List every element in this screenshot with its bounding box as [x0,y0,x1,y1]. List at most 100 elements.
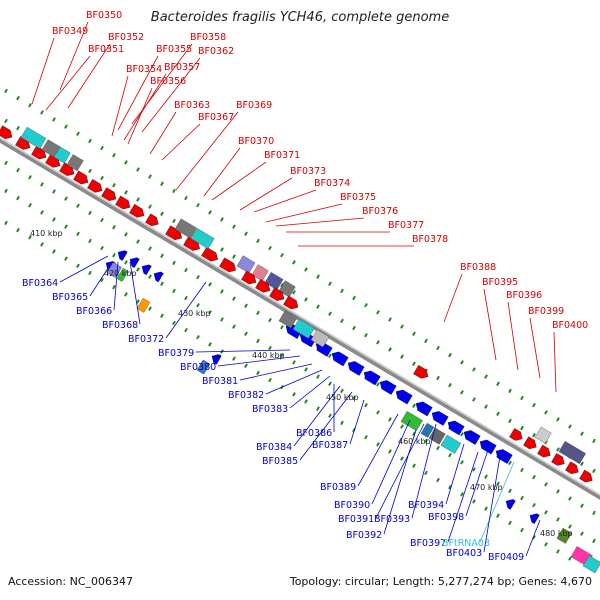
gene-arrow[interactable] [413,365,430,381]
reverse-gene-label[interactable]: BF0372 [128,334,164,345]
gene-arrow[interactable] [461,428,481,445]
forward-gene-label[interactable]: BF0357 [164,62,200,73]
gene-arrow[interactable] [219,257,238,275]
gene-arrow[interactable] [283,295,300,312]
gene-box[interactable] [136,297,151,313]
gene-box[interactable] [582,555,600,574]
gene-arrow[interactable] [537,444,552,460]
forward-gene-label[interactable]: BF0388 [460,262,496,273]
gene-arrow[interactable] [377,378,397,395]
gene-box[interactable] [534,426,552,444]
gene-box[interactable] [440,434,462,454]
gene-arrow[interactable] [413,399,433,417]
gene-arrow[interactable] [115,248,128,261]
reverse-gene-label[interactable]: BF0398 [428,512,464,523]
gene-box[interactable] [264,272,284,290]
gene-arrow[interactable] [503,497,516,510]
forward-gene-label[interactable]: BF0399 [528,306,564,317]
forward-gene-label[interactable]: BF0370 [238,136,274,147]
gene-arrow[interactable] [241,270,258,287]
forward-gene-label[interactable]: BF0395 [482,277,518,288]
forward-gene-label[interactable]: BF0375 [340,192,376,203]
gene-box[interactable] [251,264,269,282]
gene-arrow[interactable] [201,246,220,264]
forward-gene-label[interactable]: BF0376 [362,206,398,217]
gene-box[interactable] [196,359,211,375]
gene-arrow[interactable] [101,187,118,204]
gene-arrow[interactable] [429,409,449,426]
reverse-gene-label[interactable]: BF0366 [76,306,112,317]
forward-gene-label[interactable]: BF0400 [552,320,588,331]
gene-box[interactable] [428,427,446,445]
gene-box[interactable] [556,527,572,544]
reverse-gene-label[interactable]: BF0403 [446,548,482,559]
reverse-gene-label[interactable]: BF0389 [320,482,356,493]
gene-box[interactable] [53,146,71,164]
gene-arrow[interactable] [209,352,222,365]
reverse-gene-label[interactable]: BF0397 [410,538,446,549]
gene-arrow[interactable] [523,436,538,452]
gene-arrow[interactable] [129,204,146,220]
forward-gene-label[interactable]: BF0355 [156,44,192,55]
gene-arrow[interactable] [269,287,286,304]
forward-gene-label[interactable]: BF0358 [190,32,226,43]
gene-arrow[interactable] [151,269,164,283]
gene-box[interactable] [278,280,296,298]
reverse-gene-label[interactable]: BF0390 [334,500,370,511]
reverse-gene-label[interactable]: BF0387 [312,440,348,451]
gene-arrow[interactable] [509,428,524,443]
reverse-gene-label[interactable]: BF0383 [252,404,288,415]
reverse-gene-label[interactable]: BF0382 [228,390,264,401]
gene-arrow[interactable] [255,279,272,295]
reverse-gene-label[interactable]: BF0380 [180,362,216,373]
forward-gene-label[interactable]: BF0363 [174,100,210,111]
gene-arrow[interactable] [115,195,132,212]
reverse-gene-label[interactable]: BF0364 [22,278,58,289]
forward-gene-label[interactable]: BF0373 [290,166,326,177]
forward-gene-label[interactable]: BF0362 [198,46,234,57]
gene-arrow[interactable] [139,262,152,276]
gene-box[interactable] [66,154,84,172]
gene-box[interactable] [278,310,298,329]
forward-gene-label[interactable]: BF0371 [264,150,300,161]
gene-arrow[interactable] [0,125,15,142]
gene-arrow[interactable] [329,349,349,367]
forward-gene-label[interactable]: BF0374 [314,178,350,189]
gene-box[interactable] [558,441,586,465]
gene-arrow[interactable] [527,511,540,524]
gene-box[interactable] [292,318,315,339]
forward-gene-label[interactable]: BF0356 [150,76,186,87]
gene-arrow[interactable] [145,213,160,229]
reverse-gene-label[interactable]: BF0379 [158,348,194,359]
gene-arrow[interactable] [493,447,513,464]
reverse-gene-label[interactable]: BFtRNA03 [442,538,490,549]
reverse-gene-label[interactable]: BF0368 [102,320,138,331]
gene-arrow[interactable] [393,387,413,405]
gene-box[interactable] [116,268,129,282]
gene-box[interactable] [420,422,435,438]
forward-gene-label[interactable]: BF0351 [88,44,124,55]
reverse-gene-label[interactable]: BF0381 [202,376,238,387]
gene-arrow[interactable] [361,368,381,386]
gene-arrow[interactable] [579,469,594,485]
forward-gene-label[interactable]: BF0369 [236,100,272,111]
gene-box[interactable] [174,218,197,239]
reverse-gene-label[interactable]: BF0384 [256,442,292,453]
gene-arrow[interactable] [73,170,90,187]
gene-arrow[interactable] [445,418,465,436]
gene-arrow[interactable] [87,179,104,195]
forward-gene-label[interactable]: BF0350 [86,10,122,21]
reverse-gene-label[interactable]: BF0391 [338,514,374,525]
forward-gene-label[interactable]: BF0396 [506,290,542,301]
gene-box[interactable] [310,329,330,348]
forward-gene-label[interactable]: BF0367 [198,112,234,123]
gene-arrow[interactable] [477,437,497,455]
forward-gene-label[interactable]: BF0377 [388,220,424,231]
reverse-gene-label[interactable]: BF0386 [296,428,332,439]
forward-gene-label[interactable]: BF0378 [412,234,448,245]
reverse-gene-label[interactable]: BF0365 [52,292,88,303]
forward-gene-label[interactable]: BF0352 [108,32,144,43]
gene-arrow[interactable] [551,453,566,468]
gene-box[interactable] [20,126,47,149]
gene-box[interactable] [236,255,256,274]
